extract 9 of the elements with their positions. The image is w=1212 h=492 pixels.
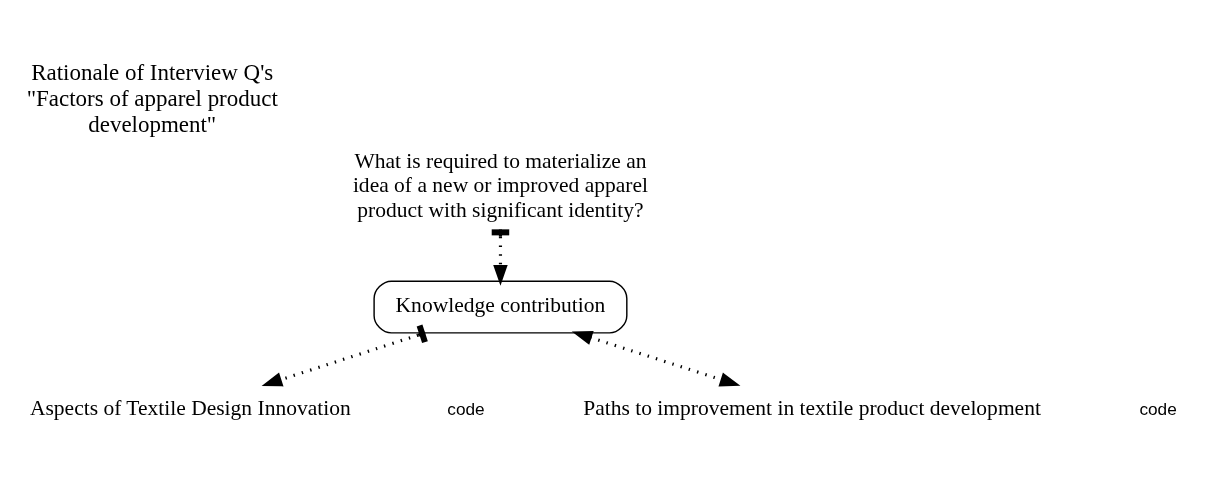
arrow bbox=[571, 330, 741, 387]
node-text: Paths to improvement in textile product development bbox=[583, 396, 1041, 421]
label: code bbox=[447, 398, 485, 419]
node-text: Aspects of Textile Design Innovation bbox=[29, 396, 351, 421]
arrow bbox=[261, 324, 428, 387]
label: code bbox=[1139, 398, 1177, 419]
diagram-title: Rationale of Interview Q's "Factors of apparel product development" bbox=[26, 59, 278, 137]
node-text: What is required to materialize an idea of a new or improved apparel product with significant identity? bbox=[352, 148, 649, 222]
node-box: Knowledge contribution bbox=[373, 280, 628, 334]
